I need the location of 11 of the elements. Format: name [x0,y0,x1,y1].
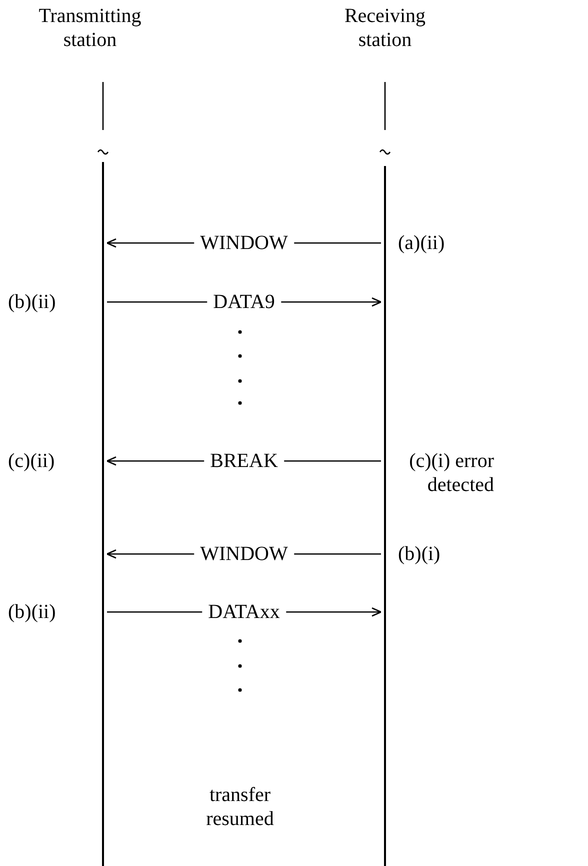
step-label: (c)(ii) [8,449,55,473]
step-label: (b)(i) [398,542,440,566]
step-label: (b)(ii) [8,600,56,624]
note-text: transfer resumed [205,783,275,831]
station-title: Receiving station [343,4,427,52]
step-label: (b)(ii) [8,290,56,314]
step-label: (c)(i) error detected [408,449,494,497]
step-label: (a)(ii) [398,231,445,255]
station-title: Transmitting station [38,4,142,52]
lifeline [384,166,386,866]
lifeline [102,162,104,866]
